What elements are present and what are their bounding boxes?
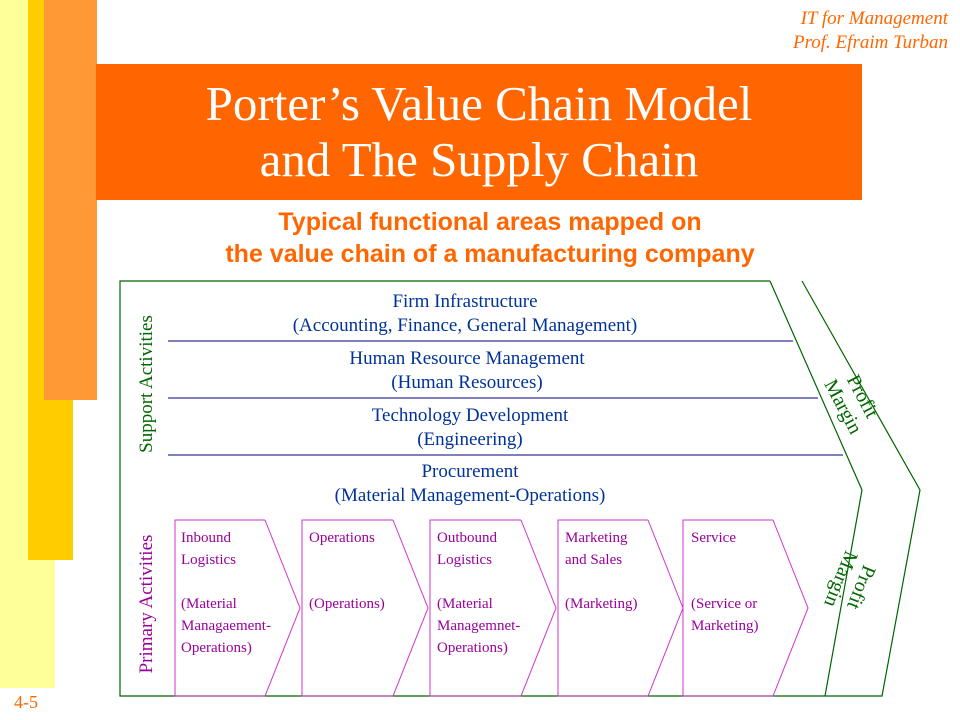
primary-activity-line: Logistics xyxy=(181,552,236,568)
support-activity-procurement: Procurement (Material Management-Operati… xyxy=(335,461,606,506)
support-activity-name: Technology Development xyxy=(372,405,569,426)
primary-activity-inbound-logistics: Inbound Logistics (Material Managaement-… xyxy=(174,519,301,697)
support-activity-human-resource-management: Human Resource Management (Human Resourc… xyxy=(349,348,585,393)
primary-activity-detail: (Material xyxy=(437,596,493,612)
profit-margin-upper-label: Profit Margin xyxy=(819,371,882,438)
primary-activity-arrow xyxy=(682,519,809,697)
title-banner: Porter’s Value Chain Model and The Suppl… xyxy=(96,64,862,200)
support-activity-name: Procurement xyxy=(421,461,519,482)
primary-activity-line: Logistics xyxy=(437,552,492,568)
subtitle-line-1: Typical functional areas mapped on xyxy=(278,208,702,236)
primary-activity-detail: (Service or xyxy=(691,596,757,612)
primary-activity-line: Operations xyxy=(309,530,375,546)
support-activity-technology-development: Technology Development (Engineering) xyxy=(372,405,569,450)
support-activity-name: Firm Infrastructure xyxy=(392,291,537,312)
primary-activity-detail: Managemnet- xyxy=(437,618,520,634)
primary-activity-line: Inbound xyxy=(181,530,231,546)
decorative-bar-orange xyxy=(44,0,97,400)
primary-activity-arrow xyxy=(301,519,429,697)
attribution-course: IT for Management xyxy=(800,8,948,29)
support-activity-detail: (Material Management-Operations) xyxy=(335,485,606,506)
support-activity-firm-infrastructure: Firm Infrastructure (Accounting, Finance… xyxy=(293,291,638,336)
primary-activities-label: Primary Activities xyxy=(136,535,157,674)
primary-activity-line: and Sales xyxy=(565,552,622,568)
primary-activity-detail: Operations) xyxy=(437,640,508,656)
primary-activity-detail: Marketing) xyxy=(691,618,758,634)
primary-activity-detail: (Operations) xyxy=(309,596,385,612)
support-activity-detail: (Human Resources) xyxy=(391,372,542,393)
primary-activity-detail: Operations) xyxy=(181,640,252,656)
primary-activity-outbound-logistics: Outbound Logistics (Material Managemnet-… xyxy=(429,519,557,697)
primary-activity-operations: Operations (Operations) xyxy=(301,519,429,697)
profit-margin-lower-label: Profit Margin xyxy=(819,548,879,613)
primary-activity-service: Service (Service or Marketing) xyxy=(682,519,809,697)
primary-activity-marketing-and-sales: Marketing and Sales (Marketing) xyxy=(557,519,684,697)
primary-activity-line: Outbound xyxy=(437,530,498,546)
primary-activity-line: Marketing xyxy=(565,530,628,546)
value-chain-outline-outer xyxy=(801,280,921,697)
primary-activity-detail: (Material xyxy=(181,596,237,612)
subtitle-line-2: the value chain of a manufacturing compa… xyxy=(225,240,755,268)
slide-number: 4-5 xyxy=(14,692,38,712)
support-activity-detail: (Accounting, Finance, General Management… xyxy=(293,315,638,336)
support-activity-detail: (Engineering) xyxy=(417,429,523,450)
support-activity-name: Human Resource Management xyxy=(349,348,585,369)
attribution-author: Prof. Efraim Turban xyxy=(792,32,948,53)
primary-activity-line: Service xyxy=(691,530,736,546)
value-chain-outline-inner xyxy=(769,280,863,697)
primary-activity-detail: (Marketing) xyxy=(565,596,637,612)
primary-activity-arrow xyxy=(174,519,301,697)
title-line-1: Porter’s Value Chain Model xyxy=(205,76,753,131)
title-line-2: and The Supply Chain xyxy=(259,132,699,187)
primary-activity-arrow xyxy=(429,519,557,697)
support-activities-label: Support Activities xyxy=(136,315,157,453)
primary-activity-arrow xyxy=(557,519,684,697)
primary-activity-detail: Managaement- xyxy=(181,618,271,634)
